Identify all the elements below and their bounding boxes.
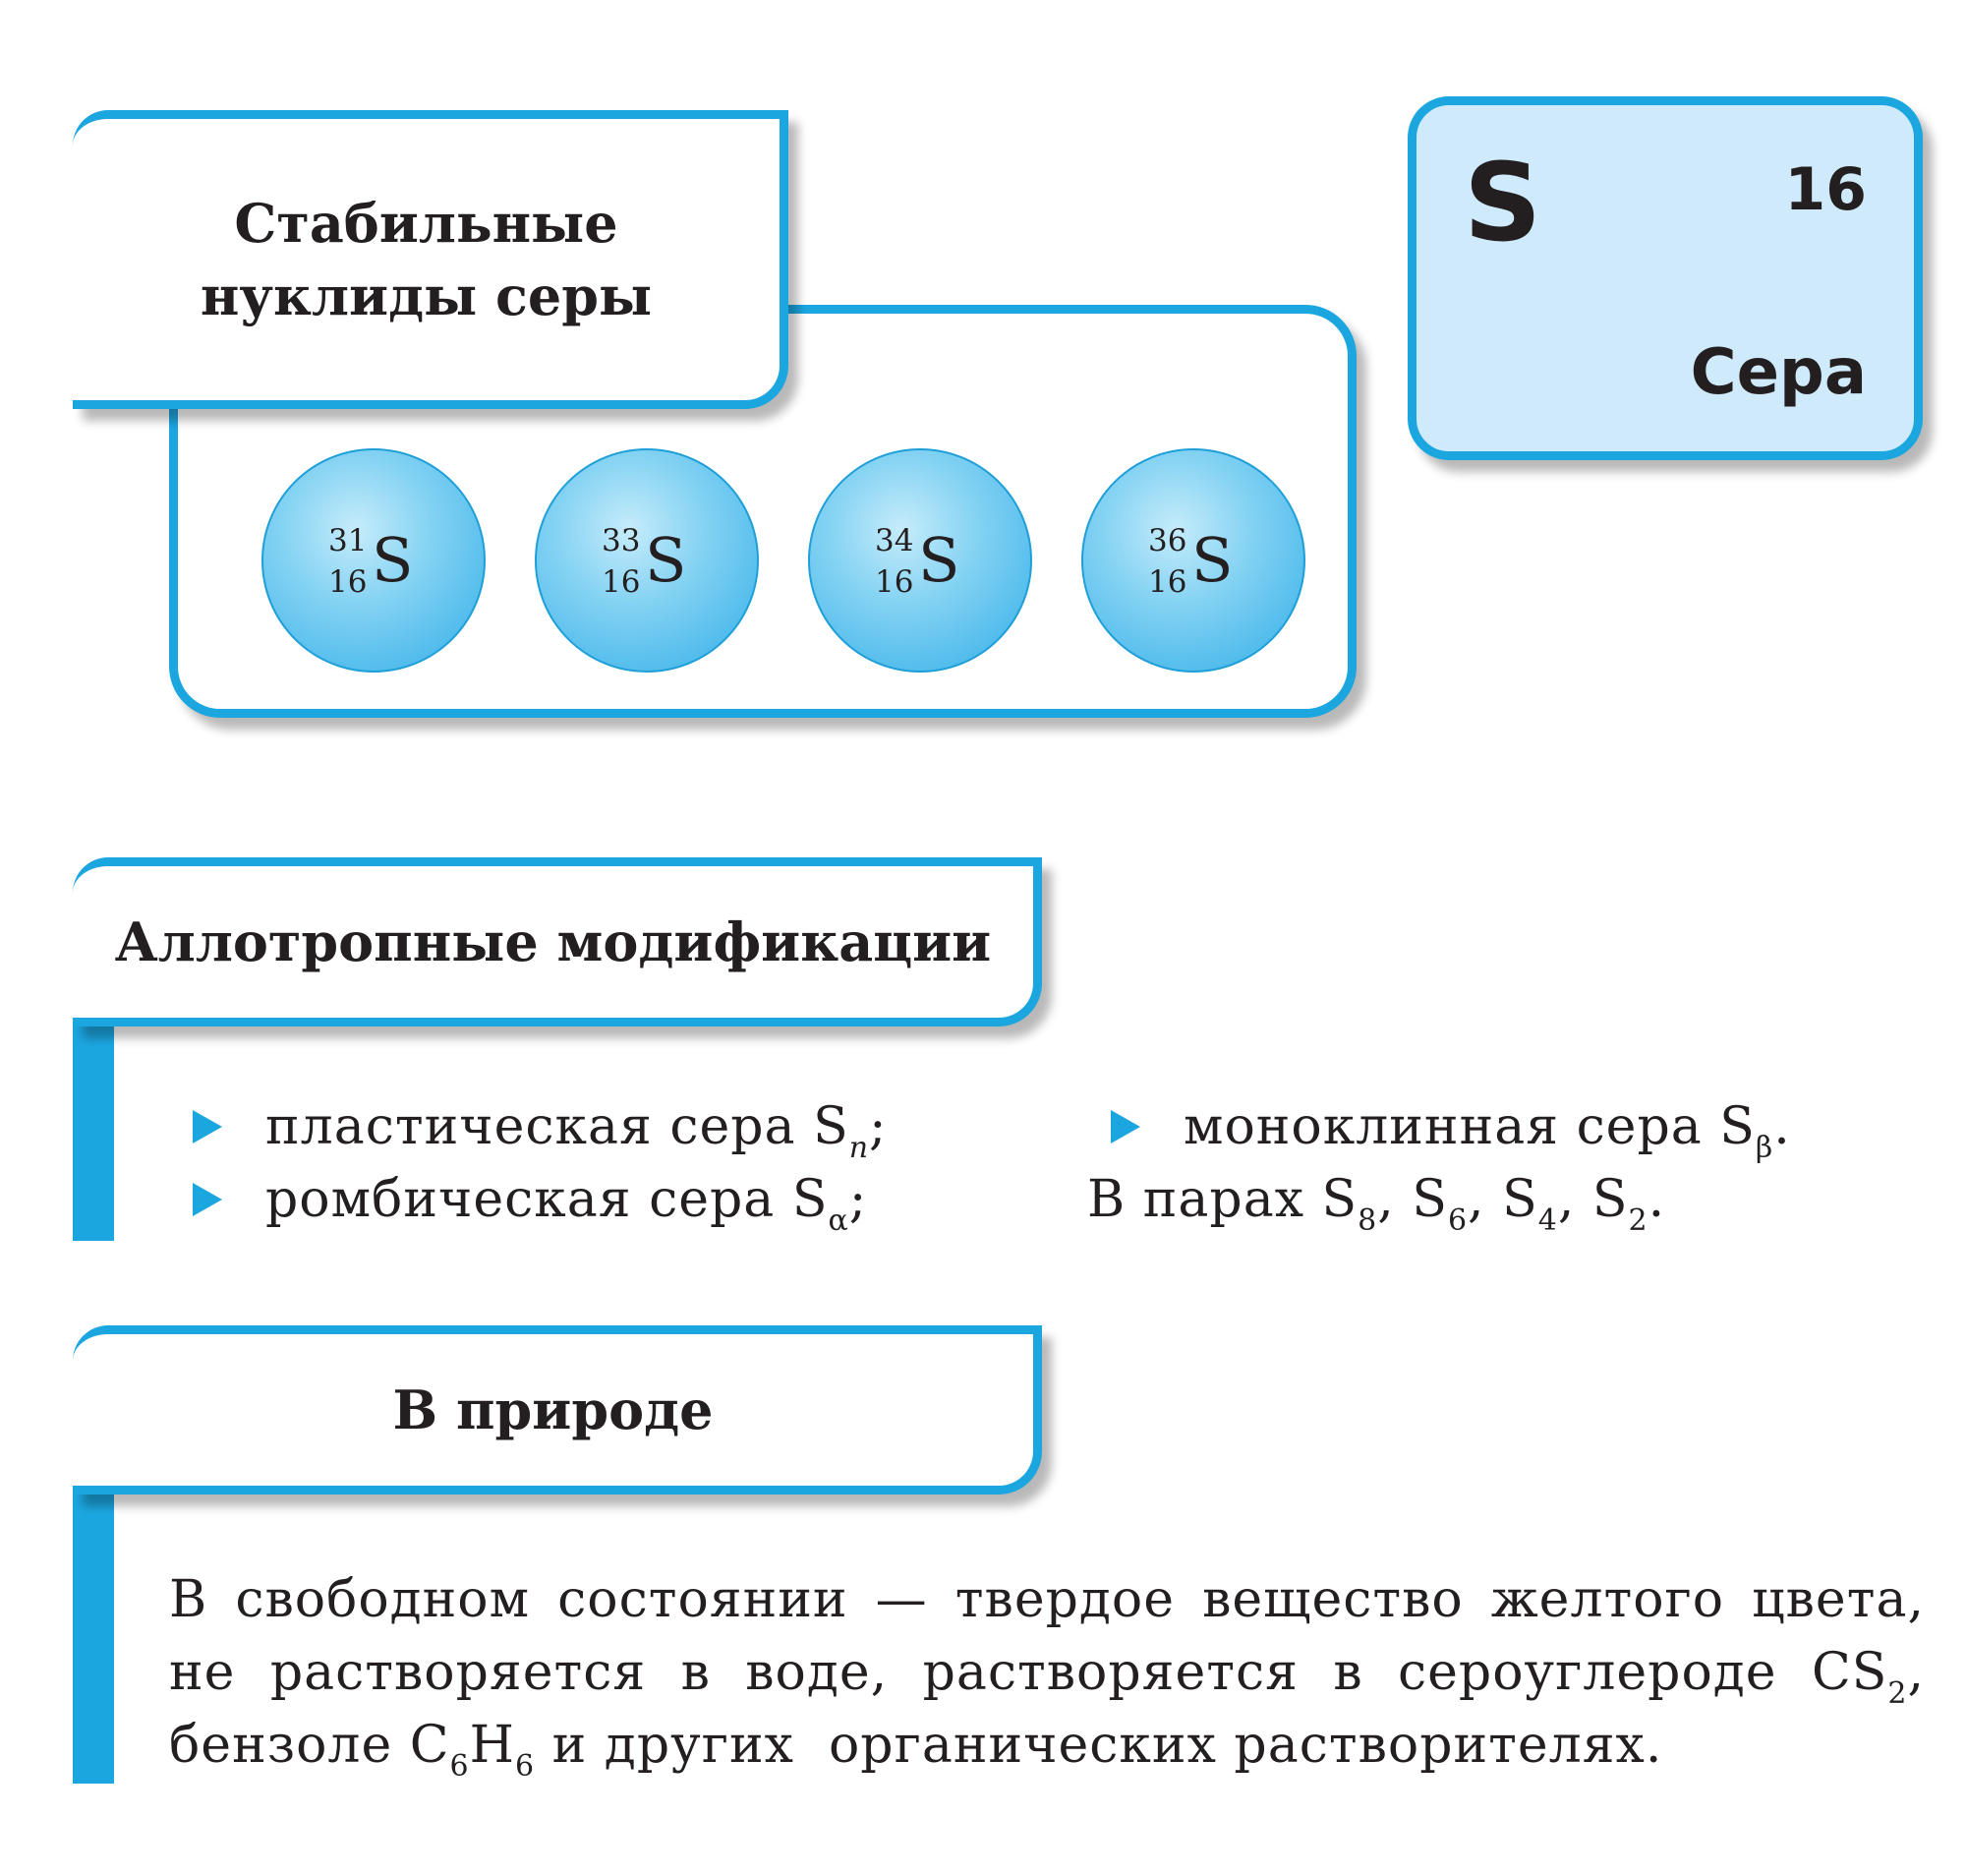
nuclide-mass: 34 xyxy=(875,523,914,558)
nature-paragraph: В свободном состоянии — твердое вещество… xyxy=(169,1563,1925,1782)
nature-text: , xyxy=(1907,1643,1925,1702)
nuclides-title-line1: Стабильные xyxy=(234,192,618,255)
allotrope-end: ; xyxy=(848,1170,868,1229)
nature-title-tab: В природе xyxy=(73,1325,1042,1495)
nuclide-mass: 36 xyxy=(1148,523,1187,558)
nuclide-symbol: S xyxy=(918,524,960,596)
allotrope-item-monoclinic: моноклинная сера Sβ. xyxy=(1111,1101,1791,1163)
nature-line-3: бензоле C6H6 и других органических раств… xyxy=(169,1709,1925,1782)
element-name: Сера xyxy=(1690,336,1867,409)
element-card: S 16 Сера xyxy=(1408,96,1923,460)
nature-line-1: В свободном состоянии — твердое вещество… xyxy=(169,1570,1925,1629)
allotrope-item-plastic: пластическая сера Sn; xyxy=(193,1101,888,1163)
nuclides-title-line2: нуклиды серы xyxy=(200,264,653,327)
element-number: 16 xyxy=(1784,155,1868,224)
allotrope-end: ; xyxy=(869,1097,888,1156)
allotrope-vapors: В парах S8, S6, S4, S2. xyxy=(1087,1174,1665,1236)
nuclide-mass: 33 xyxy=(602,523,641,558)
vapors-text: . xyxy=(1648,1170,1666,1229)
chevron-right-icon xyxy=(193,1182,222,1216)
nature-text: не растворяется в воде, растворяется в с… xyxy=(169,1643,1888,1702)
nuclide-sphere-1: 31 16 S xyxy=(261,448,486,673)
nature-sidebar xyxy=(73,1451,114,1784)
allotrope-subscript: β xyxy=(1755,1131,1774,1165)
nuclide-symbol: S xyxy=(645,524,687,596)
element-symbol: S xyxy=(1464,140,1542,265)
nature-text: и других органических растворителях. xyxy=(535,1716,1663,1775)
vapors-text: В парах S xyxy=(1087,1170,1359,1229)
vapors-text: , S xyxy=(1377,1170,1448,1229)
chevron-right-icon xyxy=(193,1109,222,1143)
vapors-text: , S xyxy=(1468,1170,1538,1229)
allotrope-item-rhombic: ромбическая сера Sα; xyxy=(193,1174,867,1236)
allotrope-end: . xyxy=(1773,1097,1791,1156)
nature-text: бензоле C xyxy=(169,1716,450,1775)
allotrope-subscript: α xyxy=(828,1203,849,1238)
allotropes-title: Аллотропные модификации xyxy=(114,910,992,973)
nuclide-number: 16 xyxy=(875,564,914,600)
nuclide-number: 16 xyxy=(328,564,368,600)
nuclide-sphere-2: 33 16 S xyxy=(535,448,759,673)
nuclides-title-tab: Стабильные нуклиды серы xyxy=(73,110,788,409)
nature-subscript: 2 xyxy=(1887,1676,1908,1711)
nature-text: H xyxy=(469,1716,515,1775)
nuclide-number: 16 xyxy=(1148,564,1187,600)
allotrope-text: моноклинная сера S xyxy=(1184,1097,1756,1156)
nature-subscript: 6 xyxy=(514,1749,536,1784)
chevron-right-icon xyxy=(1111,1109,1140,1143)
nuclide-number: 16 xyxy=(602,564,641,600)
nature-title: В природе xyxy=(392,1378,714,1441)
nuclide-sphere-3: 34 16 S xyxy=(808,448,1032,673)
nuclide-mass: 31 xyxy=(328,523,368,558)
allotropes-title-tab: Аллотропные модификации xyxy=(73,857,1042,1026)
allotrope-text: ромбическая сера S xyxy=(265,1170,829,1229)
vapors-subscript: 8 xyxy=(1358,1203,1378,1238)
allotrope-text: пластическая сера S xyxy=(265,1097,849,1156)
nuclide-symbol: S xyxy=(1191,524,1234,596)
nuclide-symbol: S xyxy=(372,524,414,596)
vapors-subscript: 6 xyxy=(1447,1203,1469,1238)
vapors-text: , S xyxy=(1557,1170,1629,1229)
nature-subscript: 6 xyxy=(449,1749,470,1784)
vapors-subscript: 4 xyxy=(1537,1203,1558,1238)
allotrope-subscript: n xyxy=(848,1131,870,1165)
vapors-subscript: 2 xyxy=(1628,1203,1648,1238)
nature-line-2: не растворяется в воде, растворяется в с… xyxy=(169,1636,1925,1709)
nuclide-sphere-4: 36 16 S xyxy=(1081,448,1305,673)
